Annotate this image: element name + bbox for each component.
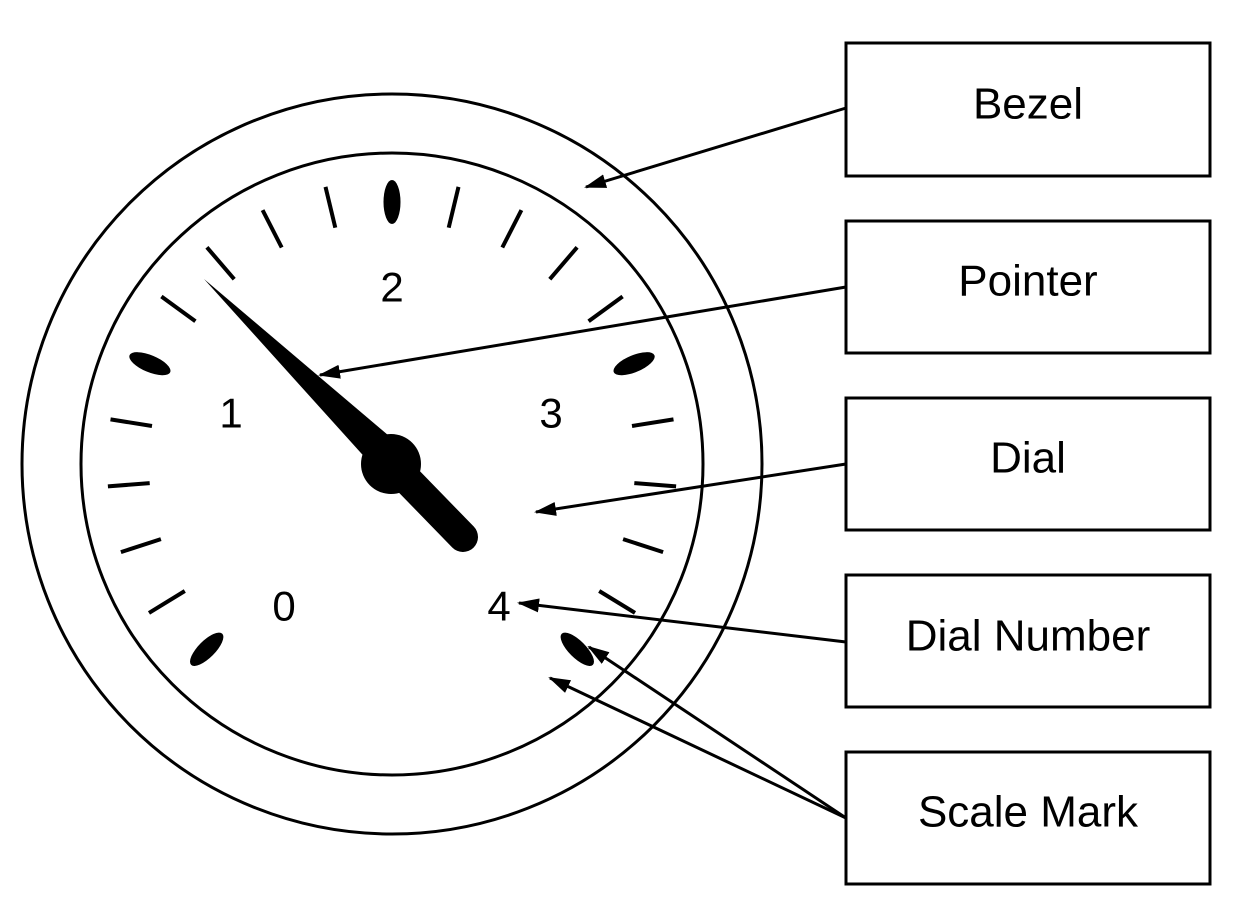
- dial-number-callout: Dial Number: [844, 573, 1212, 709]
- scale-mark-minor: [205, 245, 236, 281]
- bezel-callout: Bezel: [844, 41, 1212, 178]
- scale-mark-major-4: [560, 632, 594, 666]
- dial-callout: Dial: [844, 396, 1212, 532]
- scale-mark-major-1: [129, 352, 171, 376]
- pointer-label: Pointer: [958, 257, 1097, 306]
- dial-number-0: 0: [272, 583, 295, 630]
- dial-number-leader: [517, 598, 847, 644]
- scale-mark-minor-leader: [587, 645, 847, 820]
- scale-mark-major-0: [190, 632, 224, 666]
- dial-number-1: 1: [219, 390, 242, 437]
- scale-mark-minor: [446, 186, 461, 229]
- scale-mark-minor: [260, 209, 284, 249]
- gauge: 0 1 2 3 4: [20, 92, 764, 836]
- pointer-leader: [318, 285, 847, 379]
- dial-number-4: 4: [487, 583, 510, 630]
- dial-numbers: 0 1 2 3 4: [219, 264, 562, 630]
- dial-number-3: 3: [539, 390, 562, 437]
- scale-mark-minor: [147, 589, 186, 615]
- scale-mark-minor: [587, 294, 624, 323]
- scale-mark-callout: Scale Mark: [844, 750, 1212, 886]
- scale-mark-minor: [500, 209, 524, 249]
- scale-mark-minor: [634, 481, 677, 489]
- leader-lines: [318, 106, 847, 820]
- dial-number-2: 2: [380, 264, 403, 311]
- scale-mark-minor: [548, 245, 579, 281]
- scale-mark-minor: [120, 537, 162, 555]
- scale-mark-major-leader: [548, 676, 847, 820]
- scale-mark-minor: [160, 294, 197, 323]
- pointer-callout: Pointer: [844, 219, 1212, 355]
- scale-mark-minor: [631, 417, 674, 428]
- pointer-needle: [204, 279, 402, 473]
- scale-mark-minor: [107, 481, 150, 489]
- scale-mark-major-2: [383, 180, 401, 224]
- dial-number-label: Dial Number: [906, 612, 1151, 661]
- scale-mark-label: Scale Mark: [918, 788, 1139, 837]
- pointer-hub: [361, 434, 421, 494]
- scale-marks: [107, 180, 677, 666]
- scale-mark-minor: [622, 537, 664, 555]
- pointer: [204, 279, 478, 552]
- dial-leader: [534, 462, 847, 516]
- scale-mark-major-3: [613, 352, 655, 376]
- scale-mark-minor: [598, 589, 637, 615]
- scale-mark-minor: [110, 417, 153, 428]
- dial-label: Dial: [990, 434, 1066, 483]
- scale-mark-minor: [323, 186, 338, 229]
- bezel-label: Bezel: [973, 80, 1083, 129]
- bezel-leader: [584, 106, 847, 189]
